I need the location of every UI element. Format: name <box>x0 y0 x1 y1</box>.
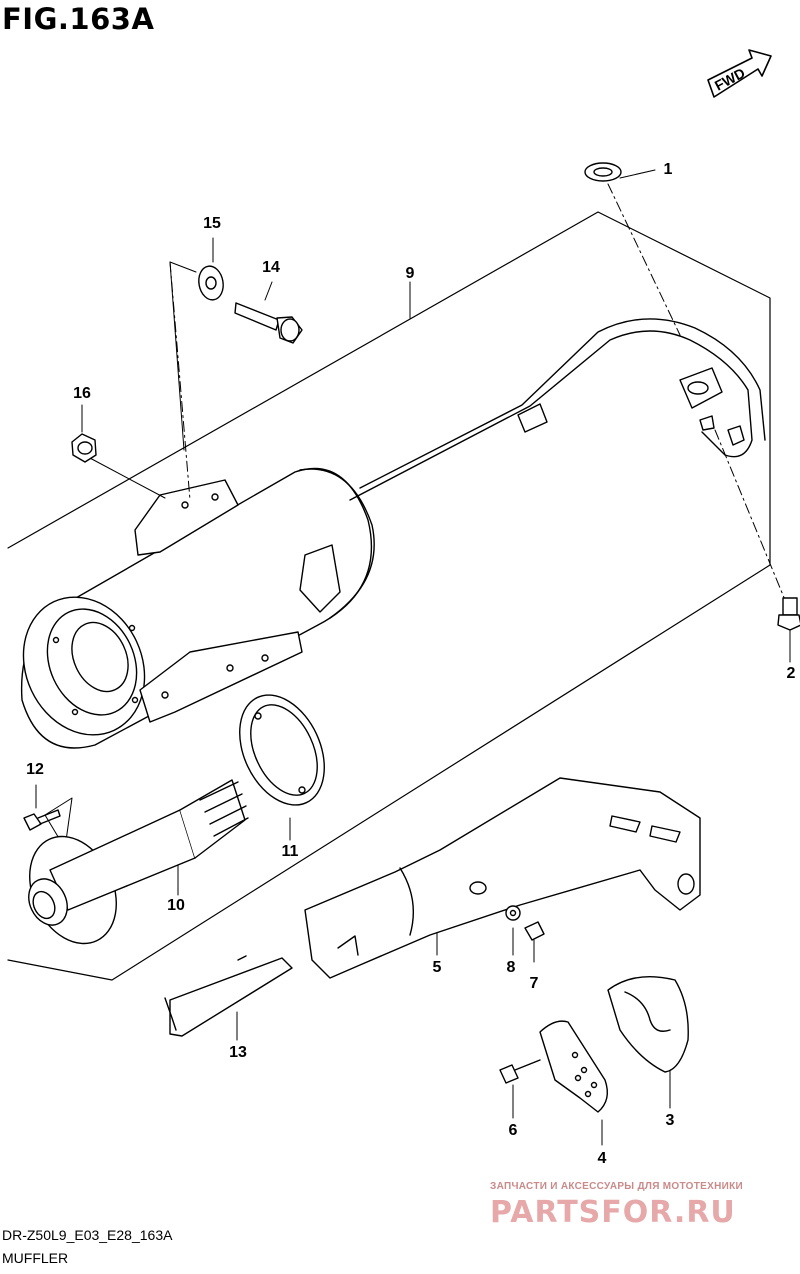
fwd-arrow-icon: FWD <box>707 49 772 98</box>
gasket-part-11 <box>239 694 325 806</box>
callout-3: 3 <box>665 1112 675 1129</box>
callout-11: 11 <box>281 843 299 860</box>
assembly-outline <box>7 211 771 981</box>
callout-7: 7 <box>529 975 539 992</box>
watermark-brand: PARTSFOR.RU <box>490 1195 736 1230</box>
callout-2: 2 <box>786 665 796 682</box>
figure-title: FIG.163A <box>2 2 155 36</box>
diagram-caption: MUFFLER <box>2 1250 69 1266</box>
heat-protector-part-5 <box>304 777 701 979</box>
screw-part-6 <box>499 1059 541 1084</box>
callout-4: 4 <box>597 1150 607 1167</box>
callout-16: 16 <box>73 385 91 402</box>
callout-14: 14 <box>262 259 280 276</box>
muffler-assembly-part-9 <box>20 318 766 749</box>
model-code: DR-Z50L9_E03_E28_163A <box>2 1227 173 1243</box>
guard-part-4 <box>539 1020 608 1113</box>
callout-6: 6 <box>508 1122 518 1139</box>
bolt-part-14 <box>234 302 303 344</box>
callout-13: 13 <box>229 1044 247 1061</box>
callout-12: 12 <box>26 761 44 778</box>
callout-9: 9 <box>405 265 415 282</box>
protector-part-3 <box>607 975 689 1073</box>
screw-part-7 <box>524 921 545 941</box>
screw-part-12 <box>23 809 61 831</box>
callout-15: 15 <box>203 215 221 232</box>
cover-part-13 <box>164 955 293 1037</box>
callout-8: 8 <box>506 959 516 976</box>
bolt-part-2 <box>777 597 800 631</box>
watermark-tagline: ЗАПЧАСТИ И АКСЕССУАРЫ ДЛЯ МОТОТЕХНИКИ <box>490 1181 743 1192</box>
callout-1: 1 <box>663 161 673 178</box>
callout-10: 10 <box>167 897 185 914</box>
washer-part-8 <box>505 905 521 921</box>
spark-arrester-part-10 <box>28 779 249 945</box>
washer-part-15 <box>198 265 224 301</box>
washer-part-1 <box>584 162 622 182</box>
callout-5: 5 <box>432 959 442 976</box>
nut-part-16 <box>71 433 97 463</box>
